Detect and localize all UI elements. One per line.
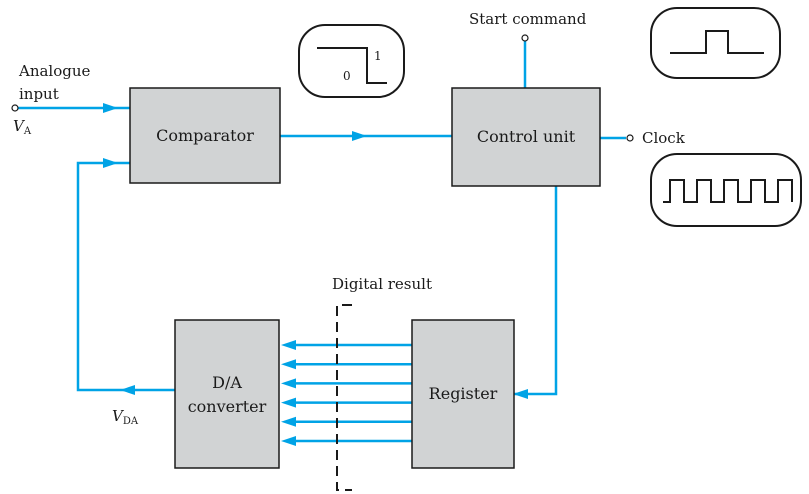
dac-label-line2: converter (188, 397, 267, 416)
control-to-register-line (514, 186, 558, 396)
va-subscript: A (23, 126, 32, 137)
vda-subscript: DA (123, 416, 139, 427)
comparator-to-control-arrow (352, 131, 367, 141)
register-label: Register (429, 384, 498, 403)
comparator-block: Comparator (129, 87, 281, 184)
feedback-input-arrow (103, 158, 118, 168)
bus-arrow-3 (281, 378, 296, 389)
clock-label: Clock (642, 129, 686, 147)
digital-result-label: Digital result (332, 275, 432, 293)
digital-result-dashed-box (336, 304, 352, 491)
vda-main: V (112, 407, 125, 425)
analogue-input-terminal (11, 104, 19, 112)
bus-arrow-1 (281, 340, 296, 350)
square-wave-icon (650, 153, 802, 227)
step-waveform-icon: 1 0 (298, 24, 405, 98)
clock-terminal (626, 134, 634, 142)
digital-result-bus (281, 340, 412, 446)
dac-label-line1: D/A (212, 373, 242, 392)
dac-output-arrow (120, 385, 135, 395)
vda-label: VDA (112, 407, 139, 427)
step-low-label: 0 (343, 69, 351, 83)
start-command-label: Start command (469, 10, 587, 28)
bus-arrow-6 (281, 436, 296, 446)
control-to-register-arrow (513, 389, 528, 399)
bus-arrow-2 (281, 359, 296, 370)
dac-block: D/A converter (174, 319, 280, 469)
control-unit-block: Control unit (451, 87, 601, 187)
register-block: Register (411, 319, 515, 469)
start-command-terminal (521, 34, 529, 42)
step-high-label: 1 (374, 49, 382, 63)
va-label: VA (13, 117, 32, 137)
single-pulse-icon (650, 7, 781, 79)
analogue-input-label-line1: Analogue (18, 62, 91, 80)
signal-lines (17, 40, 626, 399)
analogue-input-arrow (103, 103, 118, 113)
va-main: V (13, 117, 26, 135)
bus-arrow-4 (281, 397, 296, 408)
control-unit-label: Control unit (477, 127, 576, 146)
comparator-label: Comparator (156, 126, 254, 145)
dac-feedback-line (76, 161, 175, 392)
analogue-input-label-line2: input (19, 85, 59, 103)
bus-arrow-5 (281, 416, 296, 427)
